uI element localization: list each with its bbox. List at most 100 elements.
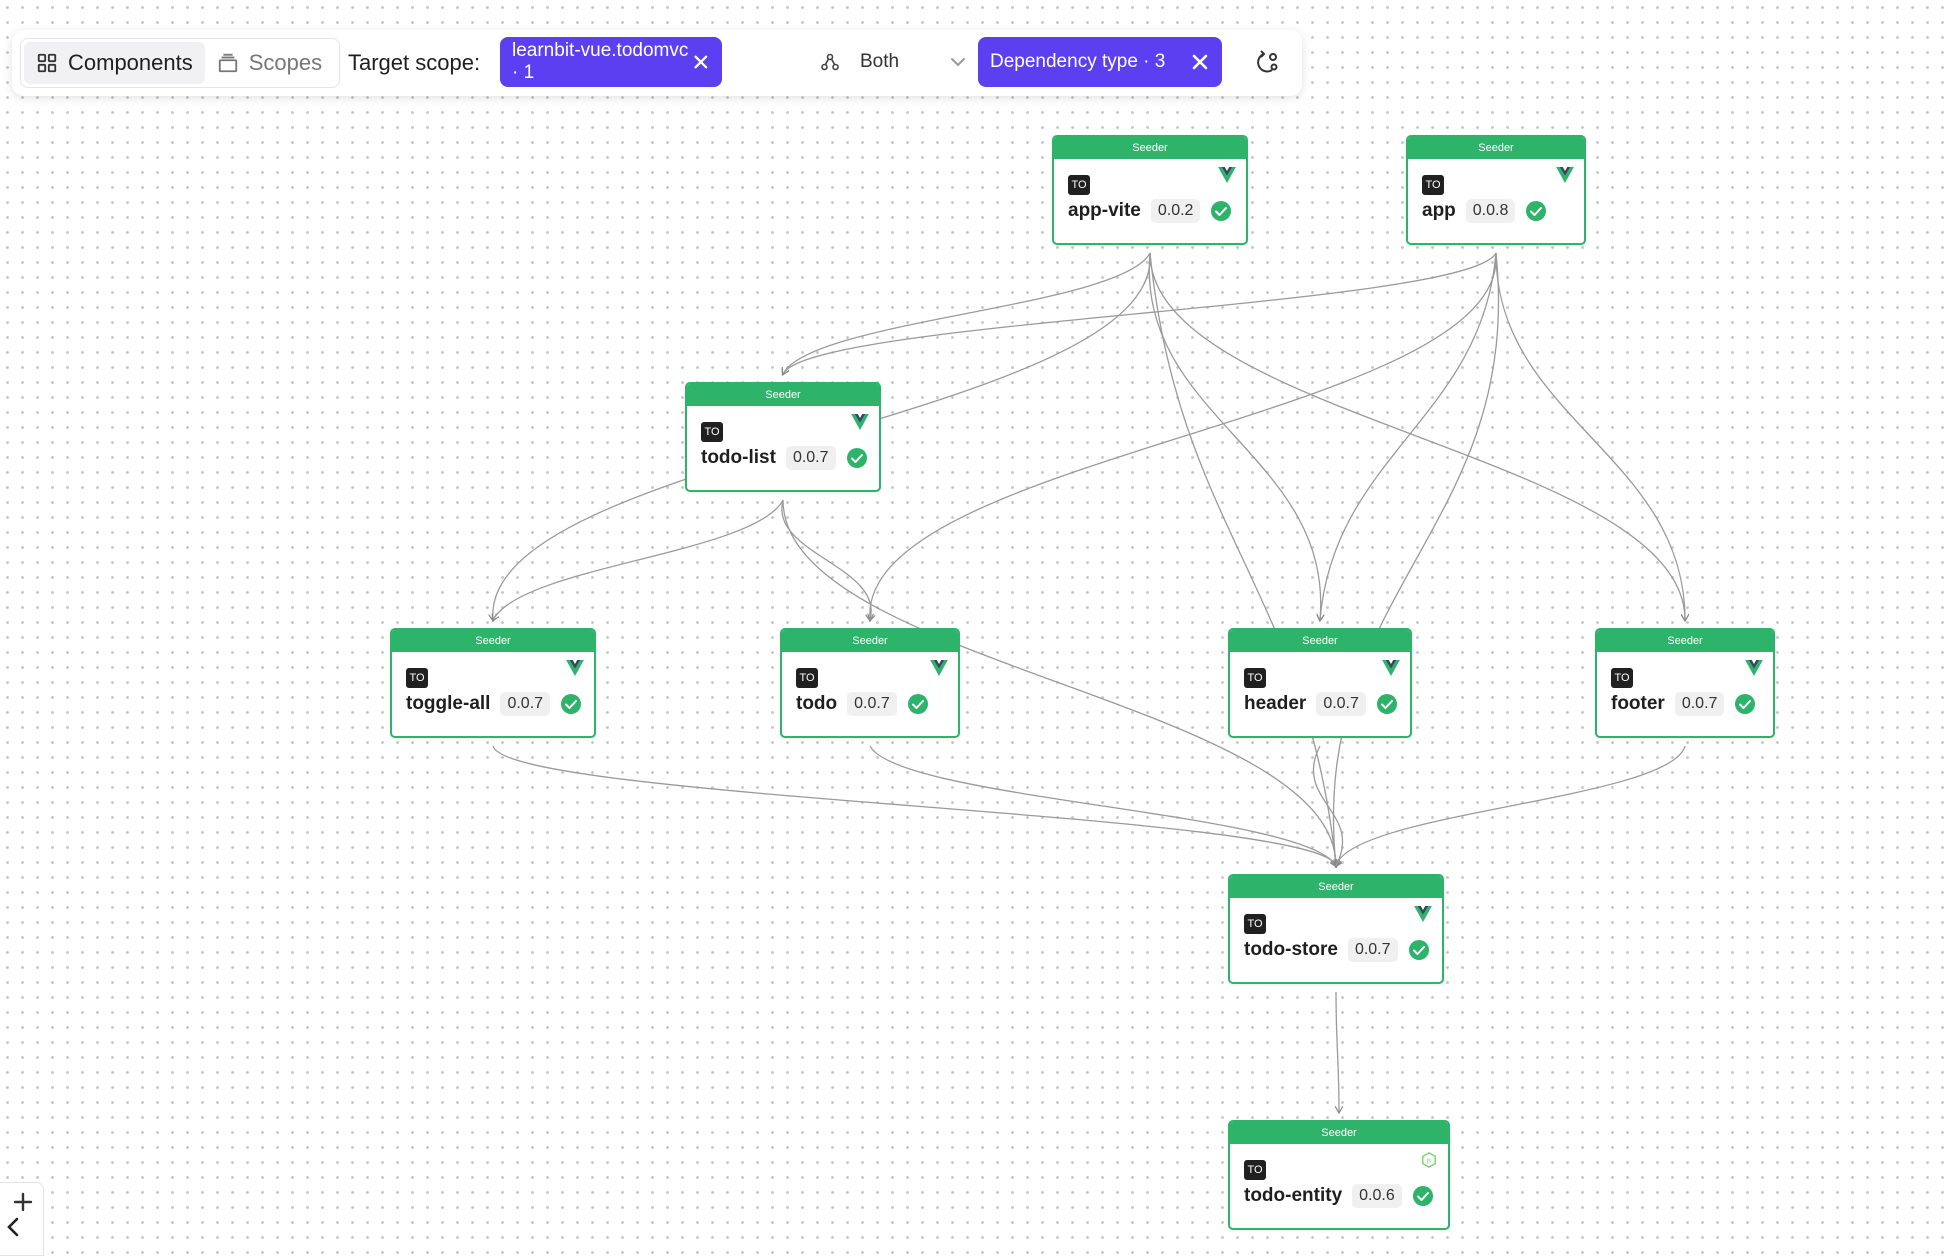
version-badge: 0.0.2 xyxy=(1150,199,1201,223)
edge-app-vite-to-footer xyxy=(1149,252,1685,620)
version-badge: 0.0.7 xyxy=(847,692,897,716)
vue-icon xyxy=(851,414,869,430)
vue-icon xyxy=(1382,660,1400,676)
version-badge: 0.0.8 xyxy=(1465,199,1516,223)
component-name: todo-entity xyxy=(1244,1185,1343,1206)
dependency-chip-label: Dependency type · 3 xyxy=(990,51,1166,72)
check-circle-icon xyxy=(1735,694,1756,714)
component-name: app-vite xyxy=(1068,200,1141,221)
check-circle-icon xyxy=(1412,1186,1433,1206)
version-badge: 0.0.7 xyxy=(1674,692,1725,716)
edge-app-to-todo-store xyxy=(1333,252,1500,866)
edge-todo-to-todo-store xyxy=(869,745,1336,866)
node-icon: js xyxy=(1422,1152,1436,1168)
scope-badge: TO xyxy=(1244,1160,1266,1180)
edge-app-vite-to-todo-store xyxy=(1149,252,1336,866)
edge-todo-list-to-toggle-all xyxy=(493,499,784,620)
version-badge: 0.0.6 xyxy=(1352,1184,1402,1208)
zoom-controls xyxy=(0,1182,44,1256)
vue-icon xyxy=(1414,906,1432,922)
check-circle-icon xyxy=(1408,940,1429,960)
direction-select[interactable]: Both xyxy=(806,37,976,87)
direction-label: Both xyxy=(860,51,900,72)
scope-badge: TO xyxy=(701,422,723,442)
edge-toggle-all-to-todo-store xyxy=(492,745,1336,866)
node-header: Seeder xyxy=(1597,630,1773,652)
edge-header-to-todo-store xyxy=(1312,745,1344,866)
view-toggle: Components Scopes xyxy=(20,38,340,88)
version-badge: 0.0.7 xyxy=(1316,692,1366,716)
component-name: toggle-all xyxy=(406,693,491,714)
scope-badge: TO xyxy=(1611,668,1633,688)
node-header: Seeder xyxy=(782,630,958,652)
vue-icon xyxy=(1218,167,1236,183)
node-header: Seeder xyxy=(1230,1122,1448,1144)
vue-icon xyxy=(1745,660,1763,676)
node-header: Seeder xyxy=(1230,630,1410,652)
scopes-label: Scopes xyxy=(248,50,323,75)
scope-badge: TO xyxy=(1244,914,1266,934)
chevron-left-icon[interactable] xyxy=(0,1212,30,1242)
vue-icon xyxy=(1556,167,1574,183)
edge-app-vite-to-header xyxy=(1148,252,1320,620)
node-header: Seeder xyxy=(392,630,594,652)
edge-footer-to-todo-store xyxy=(1336,745,1686,866)
check-circle-icon xyxy=(1376,694,1397,714)
node-header: Seeder xyxy=(1408,137,1584,159)
edge-todo-store-to-todo-entity xyxy=(1336,991,1339,1112)
component-name: todo xyxy=(796,693,838,714)
check-circle-icon xyxy=(907,694,928,714)
edge-app-to-todo-list xyxy=(783,252,1497,374)
check-circle-icon xyxy=(561,694,582,714)
check-circle-icon xyxy=(1211,201,1232,221)
vue-icon xyxy=(566,660,584,676)
svg-text:js: js xyxy=(1426,1158,1432,1165)
edge-app-to-header xyxy=(1320,252,1497,620)
scope-badge: TO xyxy=(1244,668,1266,688)
scope-chip-label: learnbit-vue.todomvc · 1 xyxy=(512,40,689,83)
edge-todo-list-to-todo xyxy=(781,499,871,620)
vue-icon xyxy=(930,660,948,676)
scope-filter-chip[interactable]: learnbit-vue.todomvc · 1 xyxy=(500,37,722,87)
components-label: Components xyxy=(68,50,193,75)
node-header: Seeder xyxy=(1054,137,1246,159)
edge-todo-list-to-todo-store xyxy=(782,499,1336,866)
scope-badge: TO xyxy=(1068,175,1090,195)
close-icon[interactable] xyxy=(692,52,710,72)
version-badge: 0.0.7 xyxy=(785,446,836,470)
scopes-tab[interactable]: Scopes xyxy=(205,42,334,84)
components-tab[interactable]: Components xyxy=(24,42,205,84)
close-icon[interactable] xyxy=(1190,52,1210,72)
version-badge: 0.0.7 xyxy=(500,692,551,716)
scope-badge: TO xyxy=(1422,175,1444,195)
check-circle-icon xyxy=(846,448,867,468)
component-name: footer xyxy=(1611,693,1665,714)
check-circle-icon xyxy=(1526,201,1547,221)
edge-app-vite-to-todo-list xyxy=(783,252,1151,374)
component-name: app xyxy=(1422,200,1456,221)
edge-app-to-todo xyxy=(870,252,1497,620)
scope-badge: TO xyxy=(406,668,428,688)
layout-settings-icon[interactable] xyxy=(1252,48,1282,78)
layers-icon xyxy=(218,53,237,73)
dependency-type-chip[interactable]: Dependency type · 3 xyxy=(978,37,1222,87)
component-name: todo-store xyxy=(1244,939,1338,960)
edge-app-to-footer xyxy=(1495,252,1685,620)
node-header: Seeder xyxy=(687,384,879,406)
version-badge: 0.0.7 xyxy=(1347,938,1398,962)
graph-toolbar: Components Scopes Target scope: learnbit… xyxy=(12,30,1302,96)
node-header: Seeder xyxy=(1230,876,1442,898)
scope-badge: TO xyxy=(796,668,818,688)
zoom-in-icon[interactable] xyxy=(12,1191,34,1213)
direction-icon xyxy=(821,53,839,71)
